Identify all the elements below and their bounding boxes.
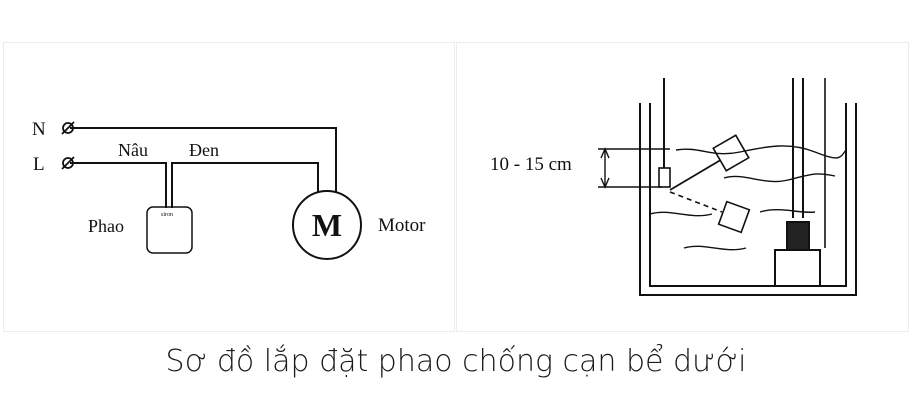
tank-inner-wall (649, 103, 847, 287)
terminal-n-label: N (32, 119, 46, 140)
neutral-wire (70, 127, 337, 192)
motor-circle (292, 190, 362, 260)
terminal-n-icon (62, 122, 74, 134)
water-wave-2 (723, 173, 836, 183)
tank-outer-wall (639, 103, 857, 296)
brown-wire-label: Nâu (118, 140, 148, 160)
black-wire (171, 162, 319, 208)
pump-body (774, 249, 821, 287)
float-clamp (658, 167, 671, 188)
terminal-l-label: L (33, 154, 45, 175)
motor-label: Motor (378, 215, 426, 236)
tank-diagram-panel (456, 42, 909, 332)
black-wire-label: Đen (189, 140, 219, 160)
water-wave-4 (759, 209, 816, 214)
float-label: Phao (88, 216, 124, 236)
diagram-caption: Sơ đồ lắp đặt phao chống cạn bể dưới (165, 344, 747, 379)
wiring-diagram (61, 121, 362, 260)
float-cord-lower (669, 191, 723, 213)
tank-diagram (598, 78, 857, 296)
float-brand-label: siron (161, 212, 173, 218)
water-wave-3 (649, 211, 713, 217)
water-wave-5 (683, 245, 747, 251)
float-cord-upper (669, 157, 725, 191)
dimension-arrow-top (600, 147, 610, 159)
terminal-l-icon (62, 157, 74, 169)
height-range-label: 10 - 15 cm (490, 154, 572, 175)
dimension-arrow-bottom (600, 177, 610, 189)
wiring-diagram-panel (3, 42, 455, 332)
live-wire (70, 162, 167, 208)
float-lower-icon (717, 200, 751, 234)
pump-head (786, 221, 810, 251)
motor-symbol: M (312, 207, 342, 243)
float-switch-box (146, 206, 193, 254)
water-wave-1 (675, 145, 847, 159)
